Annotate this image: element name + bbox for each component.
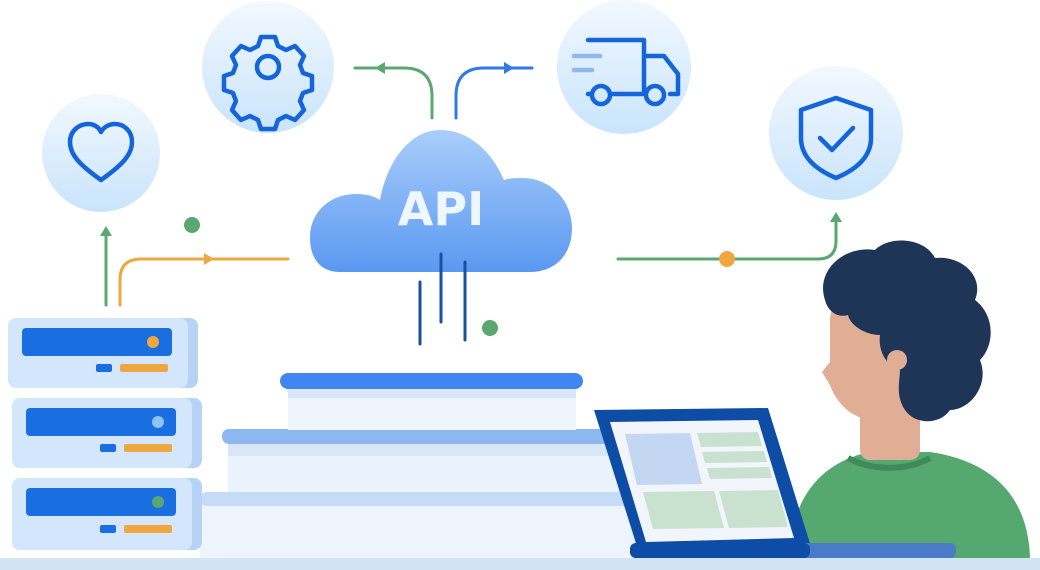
gear-bubble <box>202 1 334 133</box>
green-dot <box>184 217 200 233</box>
server-stack <box>8 318 202 550</box>
person <box>790 240 1030 558</box>
laptop <box>594 408 956 558</box>
gear-icon <box>221 34 315 132</box>
server-unit <box>12 478 202 550</box>
shield-bubble <box>769 66 903 200</box>
shield-check-icon <box>798 95 874 181</box>
api-label: API <box>398 182 484 236</box>
heart-icon <box>67 121 135 183</box>
platform-steps <box>200 373 640 558</box>
ground <box>0 558 1040 570</box>
api-cloud: API <box>310 130 572 272</box>
hair <box>823 240 991 422</box>
orange-dot <box>719 251 735 267</box>
orange-arrow-to-cloud <box>118 257 290 307</box>
data-stream-lines <box>418 252 467 346</box>
green-arrow-to-shield <box>616 216 838 261</box>
heart-bubble <box>42 94 160 212</box>
green-dot <box>482 320 498 336</box>
server-unit <box>12 398 202 468</box>
truck-bubble <box>557 0 691 134</box>
green-arrow-to-gear <box>353 66 434 120</box>
shirt <box>790 452 1030 558</box>
blue-arrow-to-truck <box>454 66 534 120</box>
truck-icon <box>571 37 681 107</box>
server-unit <box>8 318 198 388</box>
connectors <box>100 62 842 307</box>
